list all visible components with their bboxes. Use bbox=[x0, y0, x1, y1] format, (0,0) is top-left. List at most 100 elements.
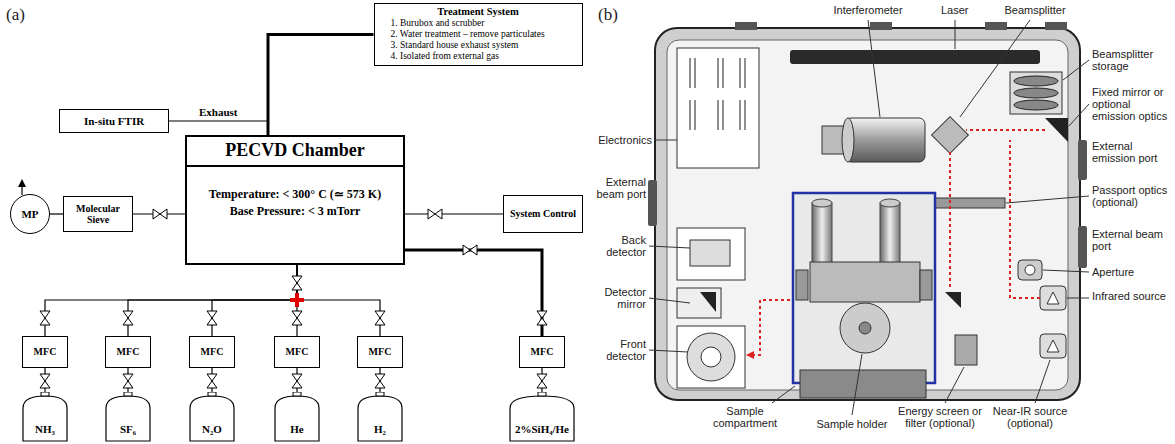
gas-cylinder: 2%SiH₄/He bbox=[509, 392, 575, 442]
junction-cross bbox=[290, 293, 304, 307]
callout-label: Back detector bbox=[596, 234, 646, 258]
node-text: Molecular Sieve bbox=[68, 203, 128, 226]
leader-line bbox=[649, 350, 688, 352]
callout-label: Aperture bbox=[1092, 266, 1170, 278]
top-tab bbox=[870, 22, 892, 30]
housing bbox=[655, 28, 1080, 400]
front-detector-box bbox=[677, 326, 745, 388]
laser-bar bbox=[790, 50, 1040, 64]
holder-cap bbox=[880, 199, 900, 207]
leader-line bbox=[772, 386, 795, 403]
detector-mirror bbox=[700, 292, 716, 312]
cylinder-body bbox=[23, 396, 67, 441]
housing-floor bbox=[667, 40, 1068, 390]
callout-label: Detector mirror bbox=[596, 286, 646, 310]
process-box: MFC bbox=[22, 336, 68, 368]
back-detector bbox=[677, 228, 745, 280]
chamber-box: PECVD ChamberTemperature: < 300° C (≃ 57… bbox=[185, 135, 405, 265]
gas-cylinder: SF₆ bbox=[105, 392, 151, 442]
leader-line bbox=[1035, 360, 1050, 403]
compartment-window bbox=[796, 270, 808, 300]
valve-symbol bbox=[375, 374, 385, 388]
callout-label: Sample holder bbox=[817, 418, 888, 430]
storage-box bbox=[1010, 72, 1062, 114]
leader-line bbox=[945, 367, 964, 403]
holder-post bbox=[812, 203, 832, 265]
front-detector-window bbox=[701, 347, 721, 367]
front-detector bbox=[687, 333, 735, 381]
pump-arrowhead bbox=[18, 179, 26, 187]
pipe-line bbox=[297, 265, 380, 336]
process-box: System Control bbox=[503, 195, 583, 233]
valve-symbol bbox=[123, 311, 133, 325]
pipe-line bbox=[169, 121, 268, 135]
pipe-line bbox=[45, 265, 297, 336]
valve-symbol bbox=[292, 276, 302, 290]
callout-label: Front detector bbox=[596, 338, 646, 362]
node-text: 3. Standard house exhaust system bbox=[381, 40, 576, 51]
storage-disc bbox=[1014, 88, 1058, 98]
top-tab bbox=[985, 22, 1007, 30]
leader-line bbox=[955, 20, 956, 49]
node-text: MFC bbox=[531, 346, 554, 358]
valve-symbol bbox=[153, 209, 167, 219]
near-ir-source bbox=[1040, 334, 1066, 358]
sample-compartment bbox=[793, 193, 935, 383]
holder-body bbox=[810, 262, 920, 302]
callout-label: Near-IR source (optional) bbox=[991, 405, 1069, 429]
energy-screen bbox=[955, 335, 977, 365]
cylinder-neck bbox=[124, 392, 132, 396]
gas-cylinder: H₂ bbox=[357, 392, 403, 442]
valve-symbol bbox=[537, 311, 547, 325]
callout-label: External beam port bbox=[596, 176, 646, 200]
panel-label: (b) bbox=[598, 6, 618, 25]
compartment-drawer bbox=[800, 370, 926, 398]
edge-label: Exhaust bbox=[197, 106, 240, 118]
leader-line bbox=[868, 20, 880, 117]
holder-bolt bbox=[859, 322, 871, 334]
beamsplitter bbox=[932, 117, 969, 154]
cylinder-neck bbox=[538, 392, 546, 396]
valve-symbol bbox=[428, 209, 442, 219]
valve-symbol bbox=[207, 311, 217, 325]
gas-cylinder: NH₃ bbox=[22, 392, 68, 442]
cylinder-body bbox=[275, 396, 319, 441]
beam-path bbox=[1010, 140, 1040, 298]
source-lamp bbox=[1047, 340, 1059, 352]
pipe-line bbox=[212, 265, 297, 336]
aperture-hole bbox=[1025, 265, 1035, 275]
callout-label: External emission port bbox=[1092, 140, 1170, 164]
callout-label: Passport optics (optional) bbox=[1092, 184, 1170, 208]
node-text: MFC bbox=[34, 346, 57, 358]
process-box: MFC bbox=[519, 336, 565, 368]
node-text: 4. Isolated from external gas bbox=[381, 51, 576, 62]
callout-label: Beamsplitter bbox=[1005, 4, 1066, 16]
node-text: MFC bbox=[369, 346, 392, 358]
aperture bbox=[1018, 260, 1042, 280]
callout-label: Interferometer bbox=[834, 4, 903, 16]
pipe-line bbox=[50, 213, 63, 214]
beam-path bbox=[949, 152, 951, 290]
storage-disc bbox=[1014, 76, 1058, 86]
panel-label: (a) bbox=[6, 6, 25, 25]
cylinder-body bbox=[358, 396, 402, 441]
valve-symbol bbox=[292, 374, 302, 388]
storage-disc bbox=[1014, 100, 1058, 110]
valve-symbol bbox=[123, 374, 133, 388]
valve-symbol bbox=[463, 245, 477, 255]
cylinder-neck bbox=[376, 392, 384, 396]
pipe-line bbox=[268, 35, 374, 136]
pump-circle: MP bbox=[10, 194, 50, 234]
beam-path bbox=[966, 129, 1045, 131]
valve-symbol bbox=[375, 311, 385, 325]
callout-label: Laser bbox=[941, 4, 969, 16]
callout-label: Sample compartment bbox=[705, 405, 785, 429]
pipe-line bbox=[405, 250, 542, 336]
leader-line bbox=[1043, 270, 1089, 272]
node-text: He bbox=[290, 423, 303, 436]
pipe-line bbox=[405, 213, 503, 214]
callout-label: Beamsplitter storage bbox=[1092, 48, 1170, 72]
beam-arrowhead bbox=[746, 351, 754, 359]
node-text: MP bbox=[21, 208, 38, 221]
